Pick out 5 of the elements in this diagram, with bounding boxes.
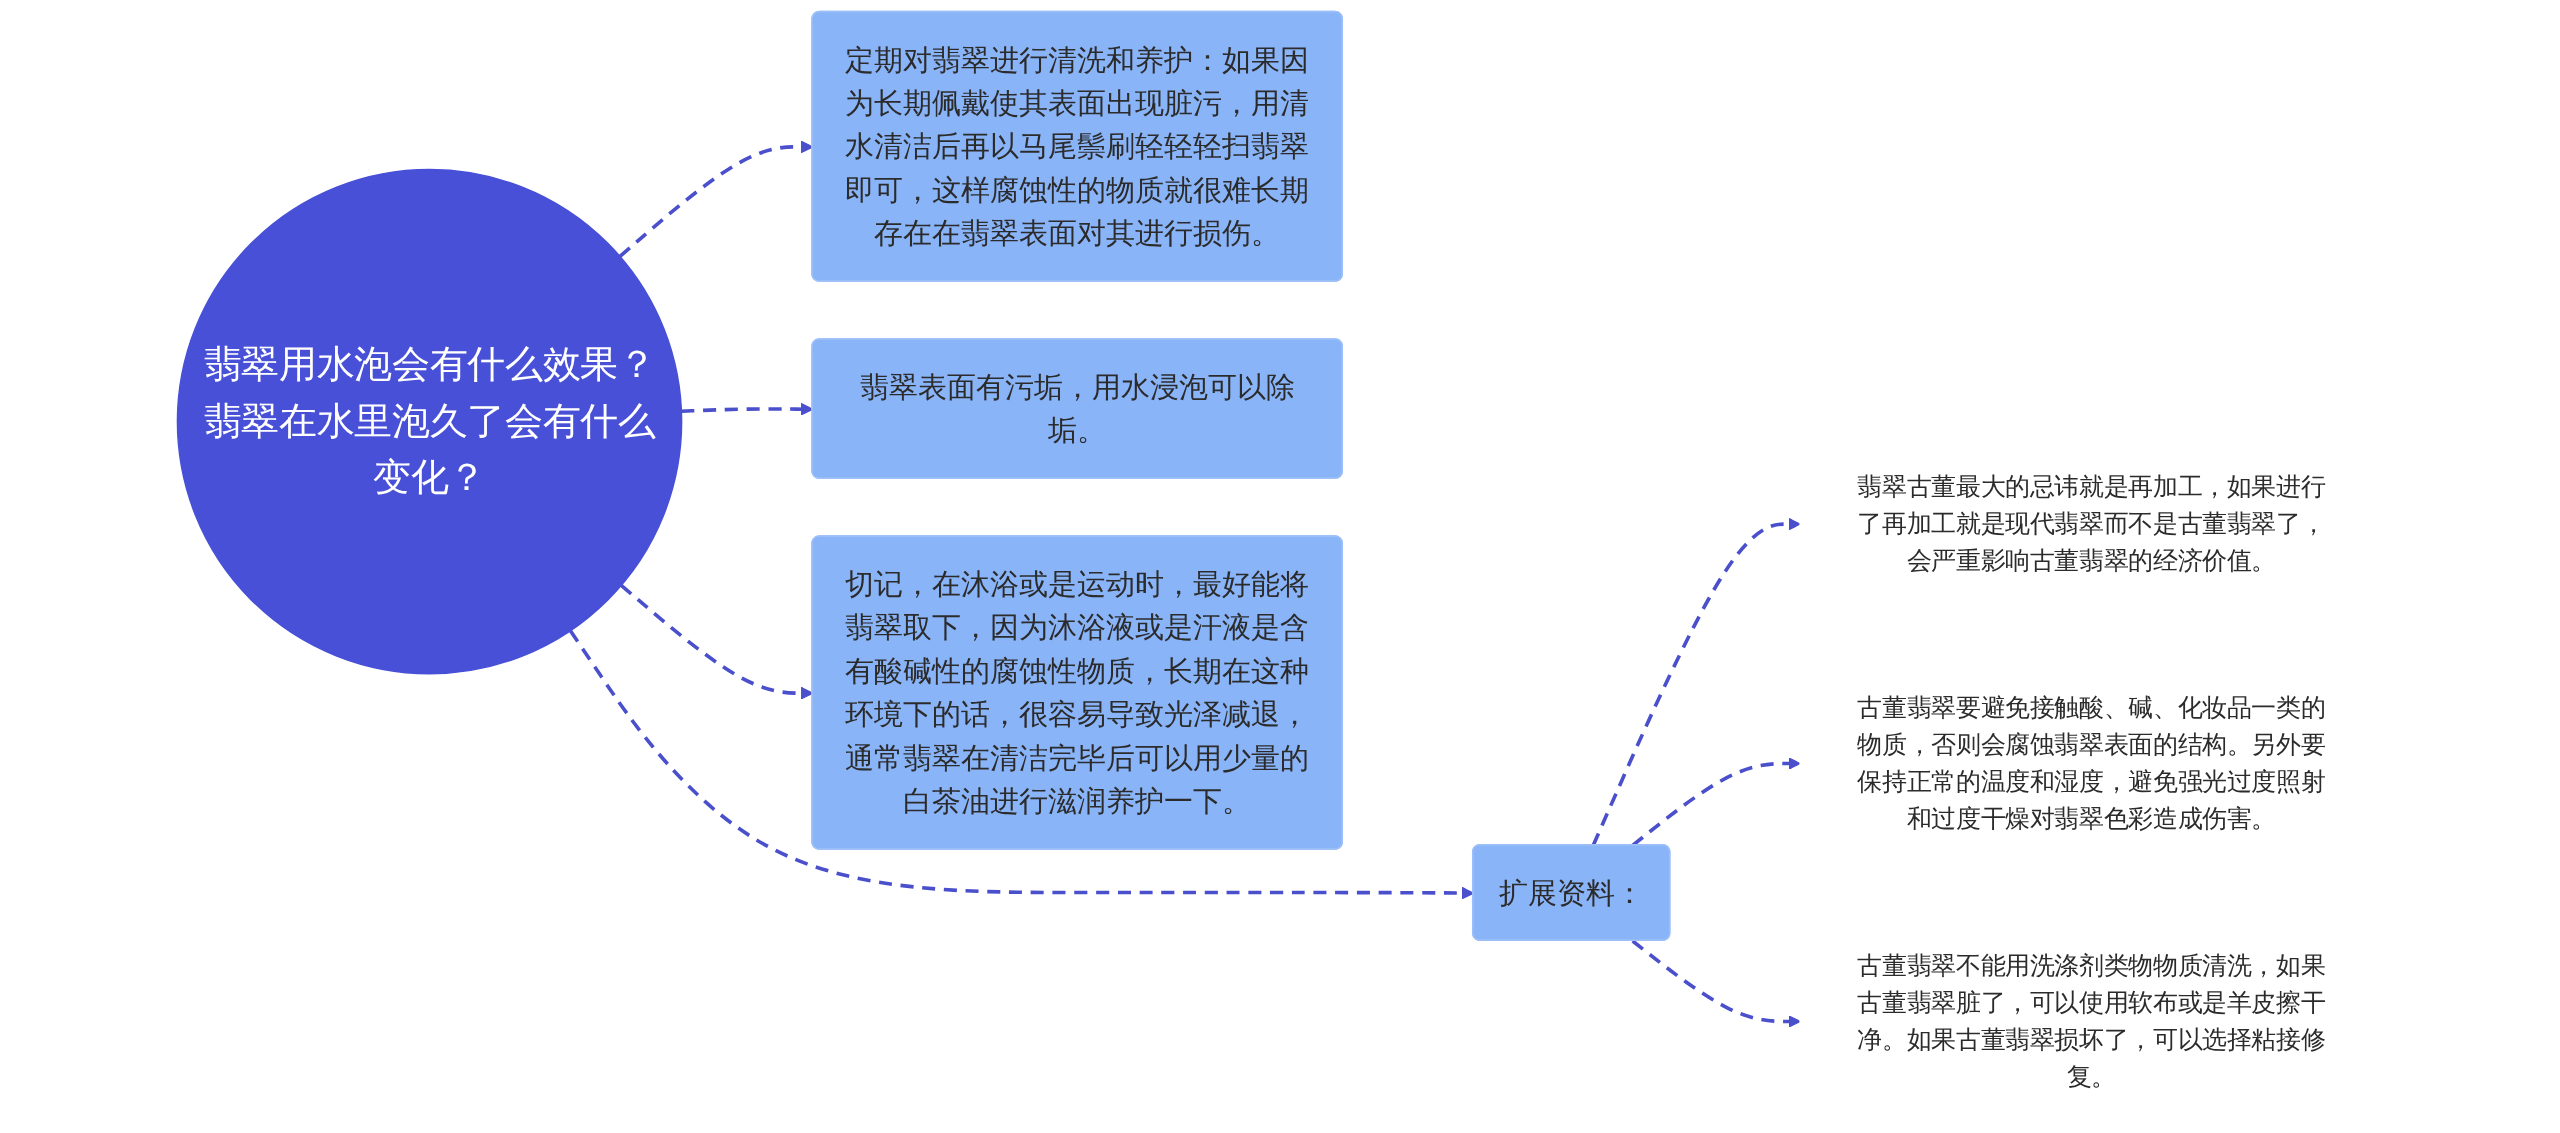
node-circle: 翡翠用水泡会有什么效果？翡翠在水里泡久了会有什么变化？ <box>176 168 683 675</box>
node-text: 古董翡翠不能用洗涤剂类物物质清洗，如果古董翡翠脏了，可以使用软布或是羊皮擦干净。如果古董翡翠损坏了，可以选择粘接修复。 <box>1857 950 2326 1091</box>
node-text: 翡翠古董最大的忌讳就是再加工，如果进行了再加工就是现代翡翠而不是古董翡翠了，会严重影响古董翡翠的经济价值。 <box>1857 471 2326 575</box>
node-text: 古董翡翠要避免接触酸、碱、化妆品一类的物质，否则会腐蚀翡翠表面的结构。另外要保持正常的温度和湿度，避免强光过度照射和过度干燥对翡翠色彩造成伤害。 <box>1857 692 2326 833</box>
arrow <box>1631 939 1801 1028</box>
